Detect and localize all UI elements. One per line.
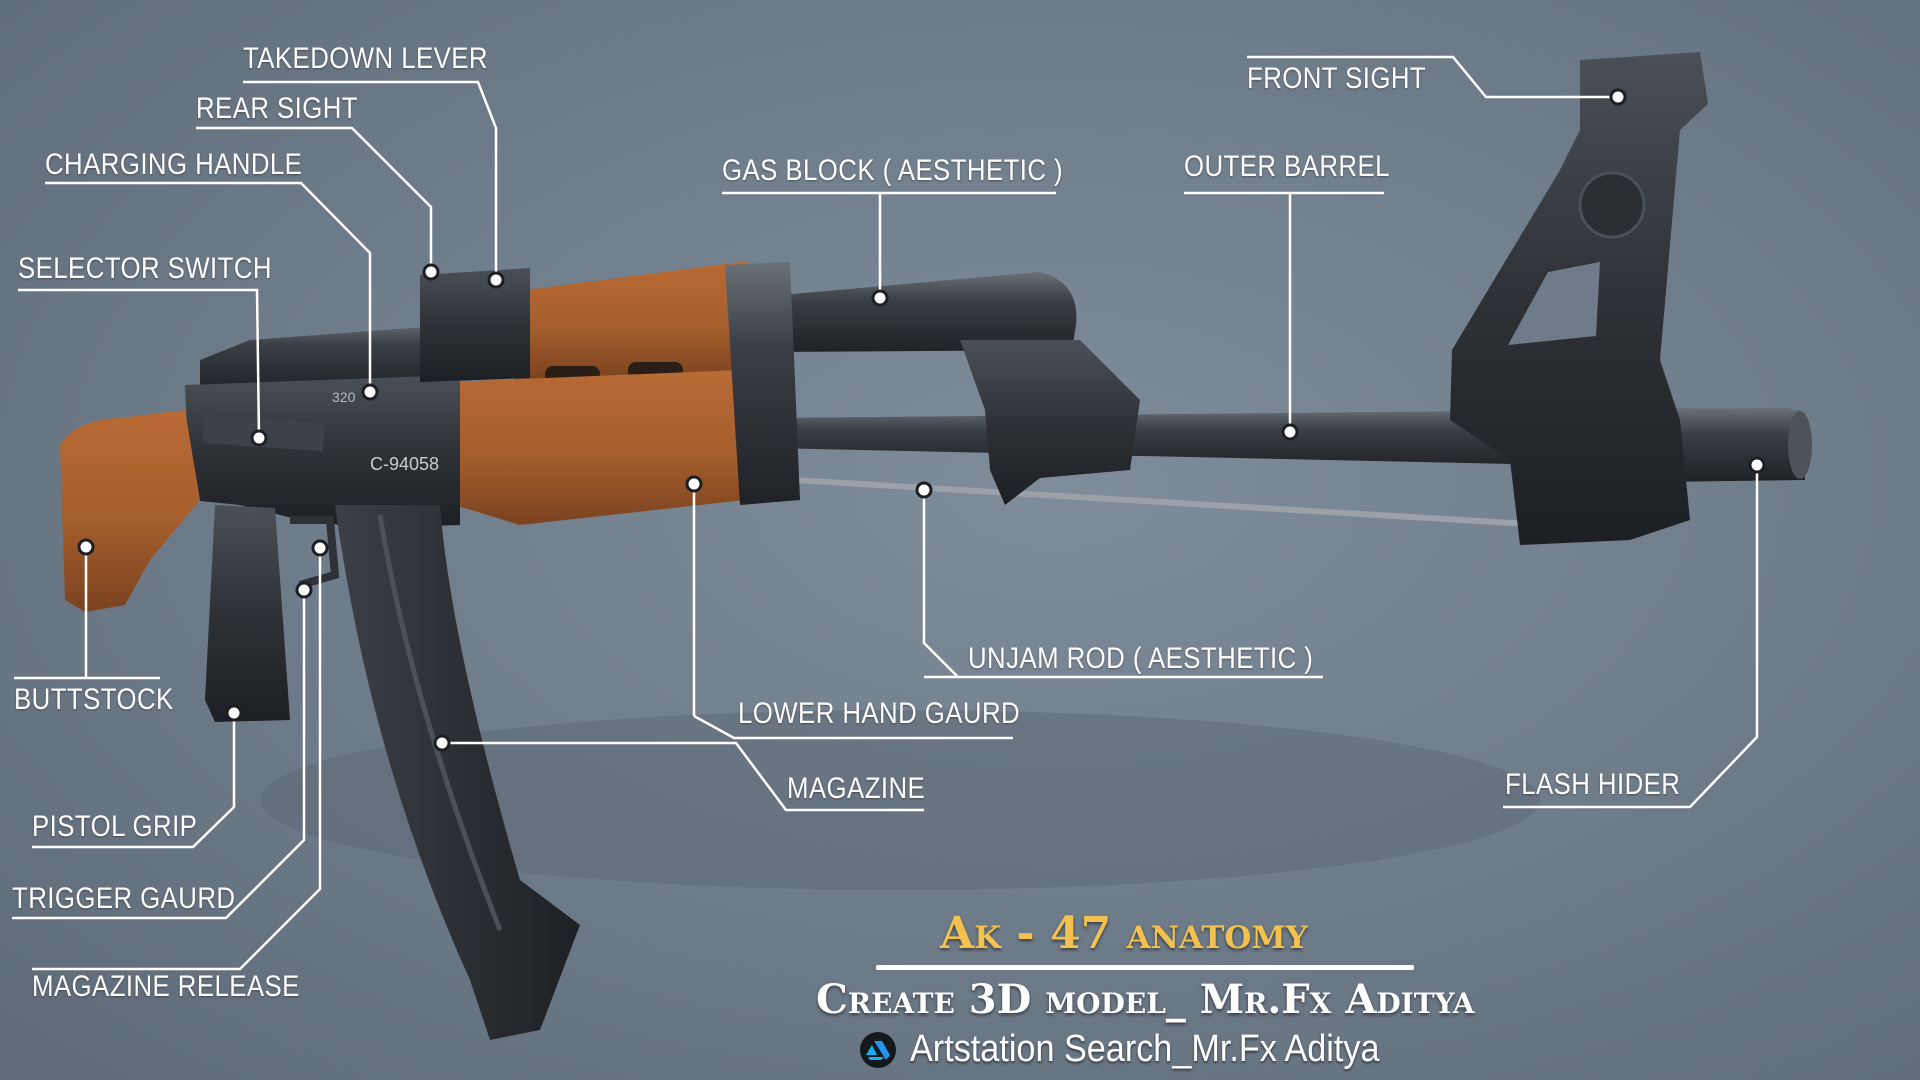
label-unjam-rod: UNJAM ROD ( AESTHETIC ) bbox=[968, 642, 1314, 675]
label-trigger-guard: TRIGGER GAURD bbox=[12, 882, 236, 915]
label-selector-switch: SELECTOR SWITCH bbox=[18, 252, 272, 285]
leader-buttstock bbox=[14, 547, 160, 680]
label-takedown-lever: TAKEDOWN LEVER bbox=[243, 42, 488, 75]
receiver-stamp: C-94058 bbox=[370, 454, 439, 474]
unjam-rod bbox=[759, 475, 1546, 528]
magazine bbox=[335, 505, 580, 1040]
dot-magazine-release bbox=[311, 539, 329, 557]
dot-selector-switch bbox=[250, 429, 268, 447]
artstation-icon bbox=[860, 1031, 896, 1068]
leader-trigger-guard bbox=[12, 590, 306, 920]
dot-outer-barrel bbox=[1281, 423, 1299, 441]
dot-front-sight bbox=[1609, 88, 1627, 106]
leader-unjam-rod bbox=[922, 490, 1323, 679]
leader-selector-switch bbox=[18, 288, 261, 439]
receiver bbox=[185, 375, 460, 528]
label-front-sight: FRONT SIGHT bbox=[1247, 62, 1427, 95]
label-gas-block: GAS BLOCK ( AESTHETIC ) bbox=[722, 154, 1064, 187]
buttstock bbox=[60, 410, 200, 612]
leader-takedown-lever bbox=[243, 80, 498, 280]
dot-buttstock bbox=[77, 538, 95, 556]
callout-dots bbox=[77, 88, 1766, 752]
leader-lines bbox=[12, 55, 1759, 971]
artstation-line: Artstation Search_Mr.Fx Aditya bbox=[860, 1028, 1432, 1071]
label-rear-sight: REAR SIGHT bbox=[196, 92, 358, 125]
front-sight-window bbox=[1508, 262, 1600, 345]
leader-pistol-grip bbox=[32, 713, 236, 849]
rear-sight-block bbox=[420, 268, 530, 382]
dot-rear-sight bbox=[422, 263, 440, 281]
label-magazine: MAGAZINE bbox=[787, 772, 926, 805]
handguard-retainer bbox=[725, 262, 800, 505]
label-pistol-grip: PISTOL GRIP bbox=[32, 810, 198, 843]
dot-magazine bbox=[433, 734, 451, 752]
floor-shadow bbox=[260, 710, 1540, 890]
gas-block bbox=[960, 340, 1140, 505]
label-lower-hand-guard: LOWER HAND GAURD bbox=[738, 697, 1021, 730]
leader-front-sight bbox=[1247, 55, 1618, 99]
label-charging-handle: CHARGING HANDLE bbox=[45, 148, 303, 181]
leader-flash-hider bbox=[1503, 465, 1759, 809]
credit-line: Create 3D model_ Mr.Fx Aditya bbox=[816, 976, 1475, 1023]
magazine-rib bbox=[377, 514, 503, 931]
muzzle-end bbox=[1788, 411, 1812, 479]
leader-charging-handle bbox=[45, 181, 372, 392]
title-divider bbox=[876, 965, 1414, 970]
dot-takedown-lever bbox=[487, 271, 505, 289]
artstation-text: Artstation Search_Mr.Fx Aditya bbox=[910, 1028, 1380, 1070]
leader-gas-block bbox=[722, 191, 1056, 298]
flash-hider bbox=[1660, 408, 1805, 482]
dot-flash-hider bbox=[1748, 456, 1766, 474]
dot-unjam-rod bbox=[915, 481, 933, 499]
label-magazine-release: MAGAZINE RELEASE bbox=[32, 970, 300, 1003]
lower-handguard bbox=[450, 370, 745, 525]
pistol-grip bbox=[205, 505, 290, 722]
dot-gas-block bbox=[871, 289, 889, 307]
dot-pistol-grip bbox=[225, 704, 243, 722]
dot-charging-handle bbox=[361, 383, 379, 401]
receiver-number: 320 bbox=[332, 389, 356, 405]
label-outer-barrel: OUTER BARREL bbox=[1184, 150, 1390, 183]
front-sight-knob bbox=[1578, 171, 1646, 239]
dot-trigger-guard bbox=[295, 581, 313, 599]
upper-handguard bbox=[510, 262, 770, 382]
gas-tube bbox=[770, 272, 1077, 352]
label-buttstock: BUTTSTOCK bbox=[14, 683, 174, 716]
dot-lower-hand-guard bbox=[685, 475, 703, 493]
leader-lower-hand-guard bbox=[693, 714, 1013, 740]
leader-rear-sight bbox=[196, 126, 433, 272]
leader-magazine-release bbox=[32, 548, 322, 971]
trigger-guard bbox=[290, 516, 340, 589]
leader-outer-barrel bbox=[1184, 191, 1384, 432]
leader-magazine bbox=[442, 741, 924, 812]
label-flash-hider: FLASH HIDER bbox=[1505, 768, 1681, 801]
diagram-title: Ak - 47 anatomy bbox=[940, 908, 1308, 959]
